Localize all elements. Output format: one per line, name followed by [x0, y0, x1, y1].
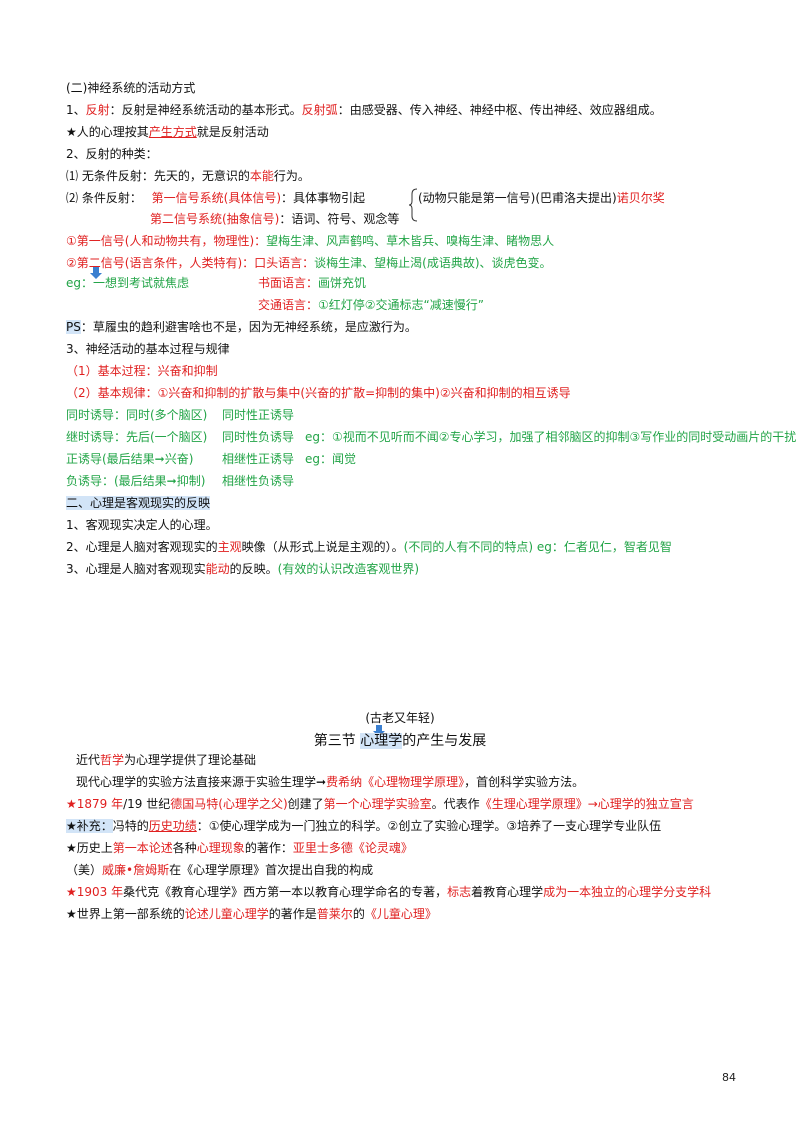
text-line: ①第一信号(人和动物共有，物理性)：望梅生津、风声鹤鸣、草木皆兵、嗅梅生津、睹物… [66, 234, 555, 248]
text-fragment: 同时性正诱导 [222, 408, 295, 422]
section-heading: 二、心理是客观现实的反映 [66, 496, 211, 510]
text-line: ⑵ 条件反射： 第一信号系统(具体信号)：具体事物引起 [66, 191, 366, 205]
text-line: （美）威廉•詹姆斯在《心理学原理》首次提出自我的构成 [66, 863, 374, 877]
text-line: 3、神经活动的基本过程与规律 [66, 342, 230, 356]
page-number: 84 [722, 1071, 736, 1084]
text-line: 1、反射：反射是神经系统活动的基本形式。反射弧：由感受器、传入神经、神经中枢、传… [66, 103, 662, 117]
text-line: 负诱导：(最后结果➞抑制) [66, 474, 206, 488]
text-line: ★世界上第一部系统的论述儿童心理学的著作是普莱尔的《儿童心理》 [66, 907, 437, 921]
text-line: 近代哲学为心理学提供了理论基础 [76, 753, 257, 767]
text-fragment: 同时性负诱导 [222, 430, 295, 444]
text-line: 3、心理是人脑对客观现实能动的反映。(有效的认识改造客观世界) [66, 562, 420, 576]
section-heading-nervous-activity: (二)神经系统的活动方式 [66, 81, 196, 95]
text-fragment: 书面语言：画饼充饥 [258, 276, 367, 290]
text-fragment: 相继性正诱导 [222, 452, 295, 466]
text-line: PS：草履虫的趋利避害啥也不是，因为无神经系统，是应激行为。 [66, 320, 417, 334]
text-line: 继时诱导：先后(一个脑区) [66, 430, 208, 444]
brace-icon [408, 188, 418, 222]
text-line: eg：一想到考试就焦虑 [66, 276, 190, 290]
text-line: ⑴ 无条件反射：先天的，无意识的本能行为。 [66, 169, 310, 183]
text-line: 2、反射的种类： [66, 147, 158, 161]
text-line: ★人的心理按其产生方式就是反射活动 [66, 125, 269, 139]
text-fragment: eg：①视而不见听而不闻②专心学习，加强了相邻脑区的抑制③写作业的同时受动画片的… [305, 430, 797, 444]
text-line: ★历史上第一本论述各种心理现象的著作：亚里士多德《论灵魂》 [66, 841, 413, 855]
title-note: (古老又年轻) [365, 711, 435, 725]
text-line: 正诱导(最后结果➞兴奋) [66, 452, 194, 466]
text-line: 交通语言：①红灯停②交通标志“减速慢行” [258, 298, 484, 312]
text-line: 同时诱导：同时(多个脑区) [66, 408, 208, 422]
page-title: 第三节 心理学的产生与发展 [313, 733, 487, 749]
text-line: ★1879 年/19 世纪德国马特(心理学之父)创建了第一个心理学实验室。代表作… [66, 797, 694, 811]
text-line: （1）基本过程：兴奋和抑制 [66, 364, 218, 378]
text-line: 第二信号系统(抽象信号)：语词、符号、观念等 [150, 212, 400, 226]
arrow-down-icon [90, 267, 102, 279]
text-fragment: (动物只能是第一信号)(巴甫洛夫提出)诺贝尔奖 [418, 191, 665, 205]
text-line: 现代心理学的实验方法直接来源于实验生理学➞费希纳《心理物理学原理》，首创科学实验… [76, 775, 585, 789]
text-line: ★补充：冯特的历史功绩：①使心理学成为一门独立的科学。②创立了实验心理学。③培养… [66, 819, 662, 833]
text-line: 2、心理是人脑对客观现实的主观映像（从形式上说是主观的）。(不同的人有不同的特点… [66, 540, 672, 554]
text-line: （2）基本规律：①兴奋和抑制的扩散与集中(兴奋的扩散=抑制的集中)②兴奋和抑制的… [66, 386, 571, 400]
text-fragment: eg：闻觉 [305, 452, 357, 466]
text-line: ★1903 年桑代克《教育心理学》西方第一本以教育心理学命名的专著，标志着教育心… [66, 885, 712, 899]
text-line: 1、客观现实决定人的心理。 [66, 518, 218, 532]
text-fragment: 相继性负诱导 [222, 474, 295, 488]
text-line: ②第二信号(语言条件，人类特有)：口头语言：谈梅生津、望梅止渴(成语典故)、谈虎… [66, 256, 552, 270]
